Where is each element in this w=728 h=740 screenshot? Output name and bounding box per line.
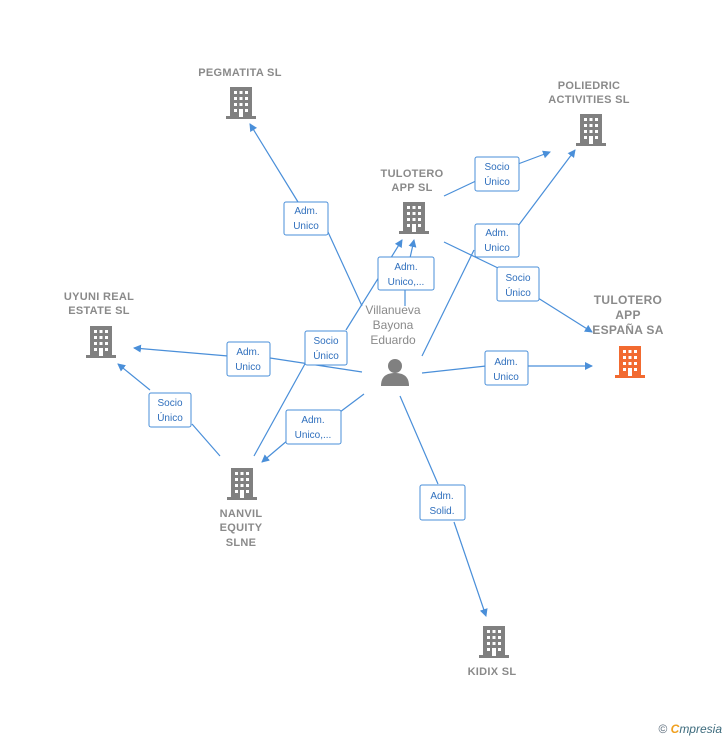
company-label: TULOTERO (594, 293, 662, 307)
company-label: APP SL (391, 182, 432, 194)
svg-text:Único: Único (157, 411, 183, 424)
edge-tulotero-app (404, 240, 414, 306)
svg-text:Unico,...: Unico,... (295, 430, 332, 441)
svg-text:Adm.: Adm. (301, 415, 324, 426)
building-icon (576, 114, 606, 146)
relation-label: Socio Único (148, 392, 192, 428)
svg-text:Unico: Unico (293, 221, 319, 232)
svg-text:Adm.: Adm. (394, 262, 417, 273)
building-icon (227, 468, 257, 500)
person-name-line: Villanueva (365, 303, 420, 317)
edge-tulotero-espana-socio (443, 241, 592, 332)
person-name-line: Eduardo (370, 333, 416, 347)
company-label: KIDIX SL (468, 666, 517, 678)
company-node-kidix[interactable]: KIDIX SL (468, 626, 517, 678)
relation-label: Adm. Unico (474, 223, 520, 258)
relation-label: Socio Único (496, 266, 540, 302)
relation-label: Adm. Unico,... (285, 409, 342, 445)
building-icon (615, 346, 645, 378)
svg-text:Socio: Socio (484, 162, 509, 173)
svg-text:Adm.: Adm. (236, 347, 259, 358)
edge-poliedric-socio (443, 152, 550, 197)
svg-text:Adm.: Adm. (494, 357, 517, 368)
company-label: SLNE (226, 537, 257, 549)
building-icon (86, 326, 116, 358)
relation-label: Socio Único (304, 330, 348, 366)
person-icon (381, 359, 409, 386)
edge-nanvil-adm (262, 393, 365, 462)
svg-text:Adm.: Adm. (430, 491, 453, 502)
company-label: ESTATE SL (68, 305, 130, 317)
company-label: NANVIL (220, 508, 263, 520)
relation-label: Adm. Unico (484, 350, 529, 386)
svg-text:Unico: Unico (493, 372, 519, 383)
edge-pegmatita (250, 124, 363, 307)
svg-text:Único: Único (484, 175, 510, 188)
empresia-logo: © Cmpresia (658, 722, 722, 736)
edge-poliedric-adm (421, 150, 575, 357)
person-node[interactable]: Villanueva Bayona Eduardo (365, 303, 421, 386)
edge-uyuni-socio (118, 364, 221, 457)
company-label: PEGMATITA SL (198, 67, 281, 79)
building-icon (479, 626, 509, 658)
company-label: EQUITY (220, 522, 263, 534)
relation-label: Adm. Unico (226, 341, 271, 377)
company-node-uyuni[interactable]: UYUNI REAL ESTATE SL (64, 291, 134, 358)
svg-text:Único: Único (505, 286, 531, 299)
edge-tulotero-espana-adm (421, 366, 592, 373)
svg-text:Unico,...: Unico,... (388, 277, 425, 288)
svg-text:Solid.: Solid. (429, 506, 454, 517)
company-label: UYUNI REAL (64, 291, 134, 303)
company-node-tulotero-app[interactable]: TULOTERO APP SL (381, 168, 444, 234)
company-label: APP (615, 308, 641, 322)
company-node-nanvil[interactable]: NANVIL EQUITY SLNE (220, 468, 263, 549)
svg-text:Único: Único (313, 349, 339, 362)
svg-text:Socio: Socio (505, 273, 530, 284)
relation-label: Adm. Unico (283, 201, 329, 236)
svg-text:Socio: Socio (313, 336, 338, 347)
svg-text:Unico: Unico (484, 243, 510, 254)
building-icon (226, 87, 256, 119)
company-node-pegmatita[interactable]: PEGMATITA SL (198, 67, 281, 119)
relation-label: Adm. Unico,... (377, 256, 435, 291)
edge-nanvil-tulotero (253, 240, 402, 457)
brand-initial: C (670, 722, 680, 736)
relation-label: Adm. Solid. (419, 484, 466, 521)
svg-text:Adm.: Adm. (294, 206, 317, 217)
building-icon (399, 202, 429, 234)
company-label: ESPAÑA SA (592, 322, 663, 337)
company-label: TULOTERO (381, 168, 444, 180)
svg-text:Unico: Unico (235, 362, 261, 373)
company-label: ACTIVITIES SL (548, 94, 630, 106)
edge-kidix (399, 395, 486, 616)
brand-name: mpresia (679, 722, 722, 736)
company-node-poliedric[interactable]: POLIEDRIC ACTIVITIES SL (548, 80, 630, 146)
copyright-symbol: © (658, 722, 668, 736)
company-node-tulotero-espana[interactable]: TULOTERO APP ESPAÑA SA (592, 293, 663, 378)
relation-label: Socio Único (474, 156, 520, 192)
person-name-line: Bayona (373, 318, 414, 332)
svg-text:Socio: Socio (157, 398, 182, 409)
company-label: POLIEDRIC (558, 80, 621, 92)
svg-text:Adm.: Adm. (485, 228, 508, 239)
